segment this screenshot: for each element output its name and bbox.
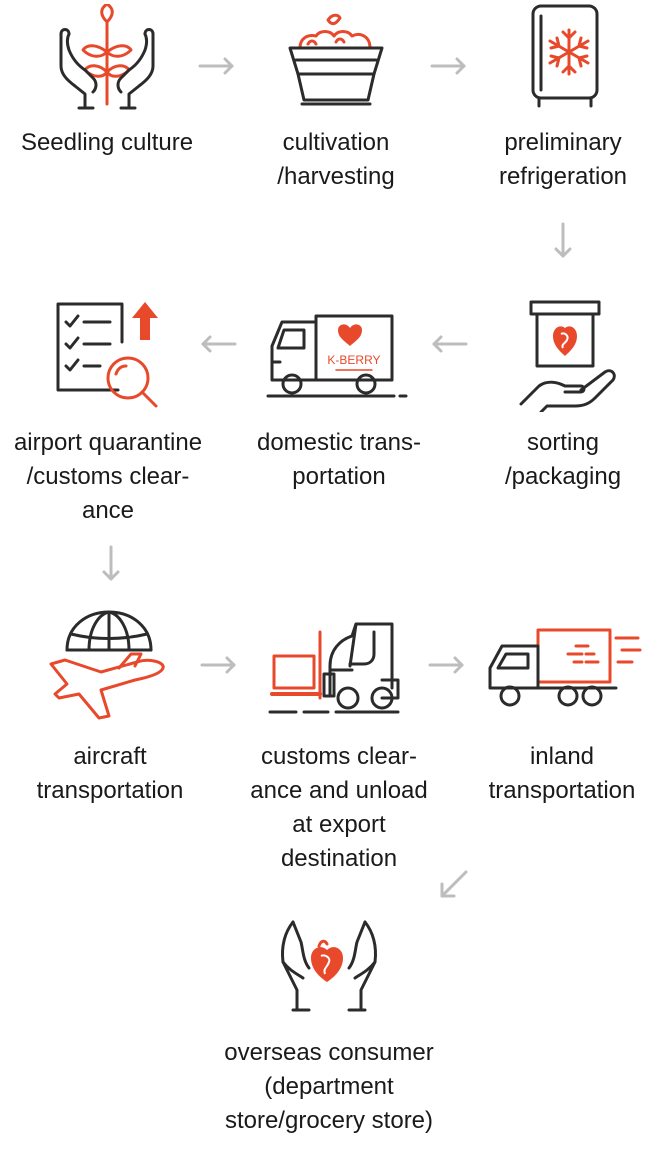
step-seedling-culture: Seedling culture <box>0 4 217 160</box>
arrow-left-icon <box>432 335 468 353</box>
step-label: Seedling culture <box>20 129 194 156</box>
step-label: cultivation /harvesting <box>277 129 395 190</box>
hands-seedling-icon <box>59 4 155 110</box>
arrow-down-icon <box>554 222 572 258</box>
step-label: aircraft transportation <box>36 743 184 804</box>
arrow-left-icon <box>201 335 237 353</box>
truck-logo-text: K-BERRY <box>327 353 380 367</box>
arrow-down-left-icon <box>440 870 468 898</box>
hands-strawberry-icon <box>281 920 377 1012</box>
step-domestic-transportation: K-BERRY domestic trans- portation <box>229 300 449 494</box>
step-label: inland transportation <box>488 743 636 804</box>
step-label: airport quarantine /customs clear- ance <box>13 429 203 524</box>
step-label: domestic trans- portation <box>256 429 422 490</box>
step-label: sorting /packaging <box>504 429 622 490</box>
step-sorting-packaging: sorting /packaging <box>453 300 670 494</box>
step-label: overseas consumer (department store/groc… <box>224 1039 434 1134</box>
arrow-right-icon <box>430 57 466 75</box>
hand-package-icon <box>519 300 616 412</box>
arrow-down-icon <box>102 545 120 581</box>
arrow-right-icon <box>198 57 234 75</box>
airplane-globe-icon <box>49 610 165 720</box>
step-cultivation-harvesting: cultivation /harvesting <box>226 4 446 194</box>
step-overseas-consumer: overseas consumer (department store/groc… <box>219 912 439 1138</box>
checklist-magnifier-icon <box>56 302 158 408</box>
harvest-basket-icon <box>288 13 384 106</box>
arrow-right-icon <box>200 656 236 674</box>
step-aircraft-transportation: aircraft transportation <box>0 610 220 808</box>
step-label: preliminary refrigeration <box>498 129 628 190</box>
arrow-right-icon <box>428 656 464 674</box>
fast-truck-icon <box>488 628 642 707</box>
refrigerator-snowflake-icon <box>531 4 599 108</box>
step-label: customs clear- ance and unload at export… <box>250 743 428 872</box>
step-preliminary-refrigeration: preliminary refrigeration <box>453 4 670 194</box>
step-customs-clearance-unload: customs clear- ance and unload at export… <box>229 610 449 876</box>
step-airport-quarantine: airport quarantine /customs clear- ance <box>0 300 218 528</box>
step-inland-transportation: inland transportation <box>452 610 670 808</box>
forklift-icon <box>268 622 400 714</box>
delivery-truck-icon: K-BERRY <box>266 314 408 398</box>
